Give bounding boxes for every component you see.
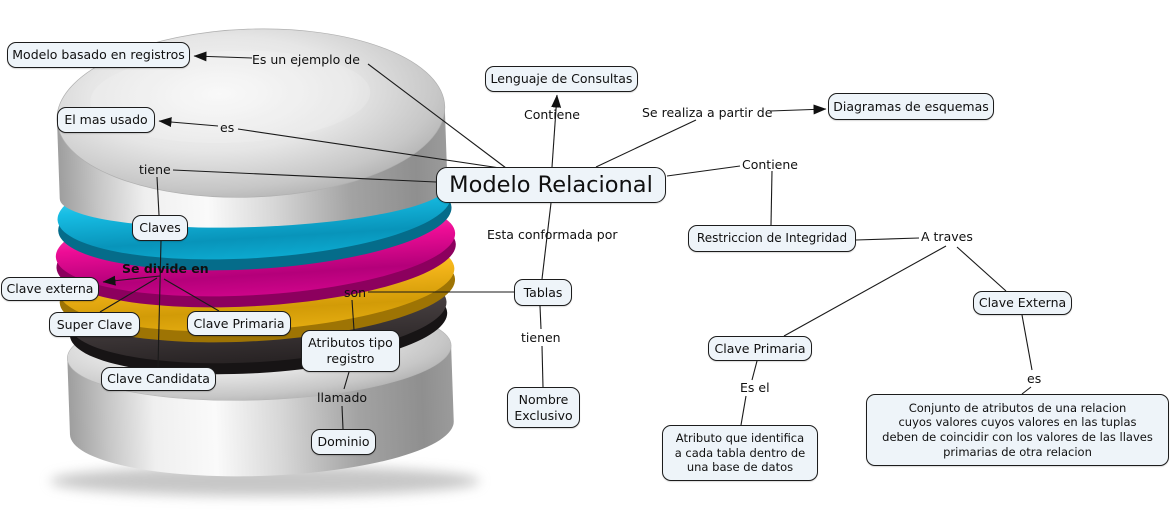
connector-line-primaria-a-es-el: [751, 360, 758, 381]
cylinder-shadow: [50, 466, 480, 496]
link-label-esta-conformada-por[interactable]: Esta conformada por: [487, 227, 618, 242]
connector-arrow-se-realiza-a-diagramas: [769, 104, 827, 115]
connector-line-externa-a-es: [1021, 314, 1033, 371]
link-label-a-traves[interactable]: A traves: [921, 229, 973, 244]
node-clave-primaria-derecha[interactable]: Clave Primaria: [708, 336, 812, 361]
node-claves[interactable]: Claves: [132, 215, 188, 241]
node-modelo-relacional[interactable]: Modelo Relacional: [436, 167, 666, 203]
link-label-es-derecha[interactable]: es: [1027, 371, 1042, 386]
connector-line-restriccion-a-atraves: [855, 237, 920, 241]
node-clave-externa-derecha[interactable]: Clave Externa: [973, 291, 1072, 315]
connector-line-mr-a-se-realiza: [595, 119, 697, 168]
node-clave-primaria-izquierda[interactable]: Clave Primaria: [187, 311, 291, 336]
connector-line-es-a-conjunto: [1021, 386, 1032, 395]
link-label-son[interactable]: son: [344, 285, 367, 300]
connector-line-divide-a-clave-primaria: [163, 278, 220, 312]
node-lenguaje-de-consultas[interactable]: Lenguaje de Consultas: [485, 66, 638, 92]
node-super-clave[interactable]: Super Clave: [49, 312, 140, 337]
disk-magenta: [55, 193, 456, 308]
connector-arrow-ejemplo-a-modelo-basado: [193, 51, 253, 62]
connector-line-son-a-atributos: [351, 299, 355, 331]
link-label-tienen[interactable]: tienen: [521, 330, 561, 345]
link-label-llamado[interactable]: llamado: [317, 390, 368, 405]
link-label-contiene-derecha[interactable]: Contiene: [742, 157, 798, 172]
node-modelo-basado-en-registros[interactable]: Modelo basado en registros: [7, 42, 190, 68]
connector-line-divide-a-super-clave: [99, 277, 158, 313]
link-label-es-izquierda[interactable]: es: [220, 120, 235, 135]
connector-line-llamado-a-dominio: [341, 405, 344, 430]
connector-line-contiene-a-restriccion: [770, 170, 773, 226]
node-atributo-que-identifica[interactable]: Atributo que identifica a cada tabla den…: [662, 425, 818, 481]
link-label-se-divide-en[interactable]: Se divide en: [122, 261, 209, 276]
connector-line-tienen-a-nombre: [541, 345, 544, 388]
node-restriccion-de-integridad[interactable]: Restriccion de Integridad: [688, 225, 856, 252]
connector-line-atraves-a-primaria: [783, 245, 947, 337]
connector-line-tiene-a-claves: [156, 176, 160, 216]
node-dominio[interactable]: Dominio: [311, 429, 376, 455]
link-label-es-un-ejemplo-de[interactable]: Es un ejemplo de: [252, 52, 360, 67]
link-label-se-realiza-a-partir-de[interactable]: Se realiza a partir de: [642, 105, 773, 120]
connector-line-mr-a-es: [237, 128, 501, 169]
connector-arrow-mr-a-lenguaje: [551, 94, 562, 168]
node-clave-candidata[interactable]: Clave Candidata: [101, 367, 216, 391]
connector-line-atributos-a-llamado: [343, 371, 350, 390]
connector-line-atraves-a-externa: [956, 246, 1007, 292]
link-label-es-el[interactable]: Es el: [740, 380, 770, 395]
node-diagramas-de-esquemas[interactable]: Diagramas de esquemas: [828, 93, 994, 120]
connector-line-mr-a-contiene-der: [666, 165, 741, 177]
node-clave-externa-izquierda[interactable]: Clave externa: [1, 277, 99, 301]
disk-cyan: [57, 156, 452, 271]
node-atributos-tipo-registro[interactable]: Atributos tipo registro: [301, 330, 400, 372]
node-conjunto-de-atributos[interactable]: Conjunto de atributos de una relacion cu…: [866, 394, 1169, 466]
connector-line-tablas-a-tienen: [539, 305, 542, 330]
node-nombre-exclusivo[interactable]: Nombre Exclusivo: [507, 387, 580, 428]
link-label-tiene[interactable]: tiene: [139, 162, 171, 177]
link-label-contiene-arriba[interactable]: Contiene: [524, 107, 580, 122]
connector-line-mr-a-tiene: [172, 169, 437, 183]
node-tablas[interactable]: Tablas: [514, 279, 572, 306]
connector-arrow-divide-a-clave-externa: [102, 275, 161, 286]
connector-line-es-el-a-atributo: [740, 395, 747, 426]
connector-arrow-es-a-el-mas-usado: [158, 117, 219, 128]
node-el-mas-usado[interactable]: El mas usado: [57, 107, 155, 133]
connector-line-claves-a-candidata: [157, 240, 162, 368]
